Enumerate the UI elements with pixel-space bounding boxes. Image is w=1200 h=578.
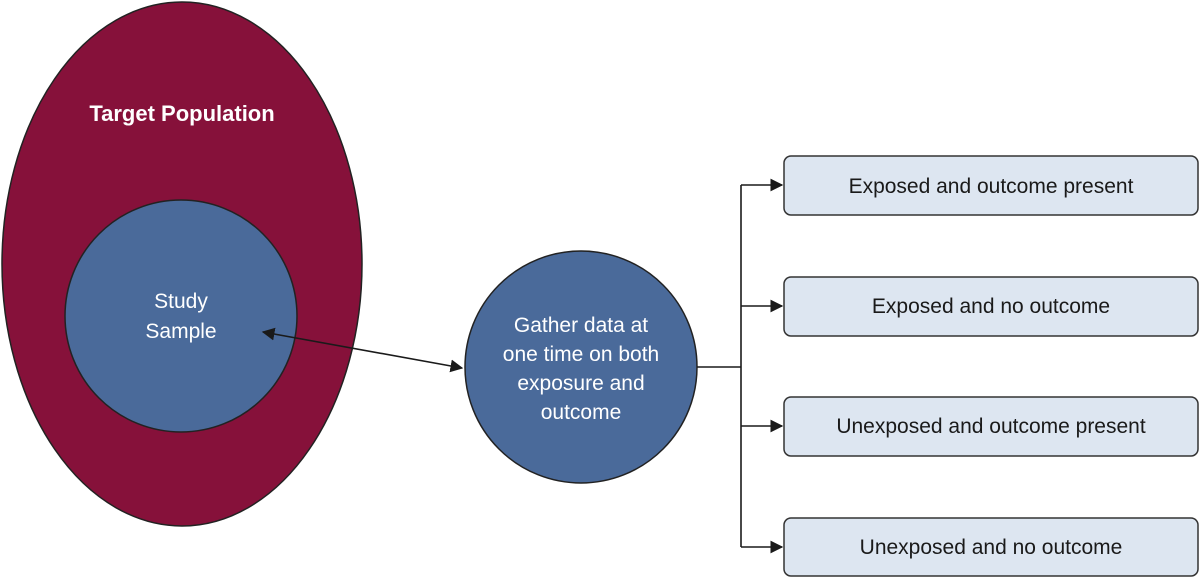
gather-data-label-line-3: exposure and	[517, 372, 644, 395]
target-population-label: Target Population	[89, 101, 274, 126]
outcome-box-1-label: Exposed and outcome present	[849, 175, 1134, 198]
outcome-box-4	[783, 517, 1199, 577]
outcome-box-3	[783, 396, 1199, 457]
outcome-box-3-label: Unexposed and outcome present	[836, 415, 1146, 438]
outcome-box-4-label: Unexposed and no outcome	[860, 536, 1123, 559]
outcome-box-2	[783, 276, 1199, 337]
study-sample-label-line-1: Study	[154, 290, 208, 313]
outcome-box-2-label: Exposed and no outcome	[872, 295, 1110, 318]
study-sample-label-line-2: Sample	[145, 320, 216, 343]
gather-data-label-line-4: outcome	[541, 401, 622, 424]
study-sample-circle	[64, 199, 298, 433]
outcome-box-1	[783, 155, 1199, 216]
gather-data-label-line-2: one time on both	[503, 343, 659, 366]
sample-to-gather-arrow	[261, 327, 464, 373]
gather-data-circle	[464, 250, 698, 484]
gather-data-label-line-1: Gather data at	[514, 314, 648, 337]
